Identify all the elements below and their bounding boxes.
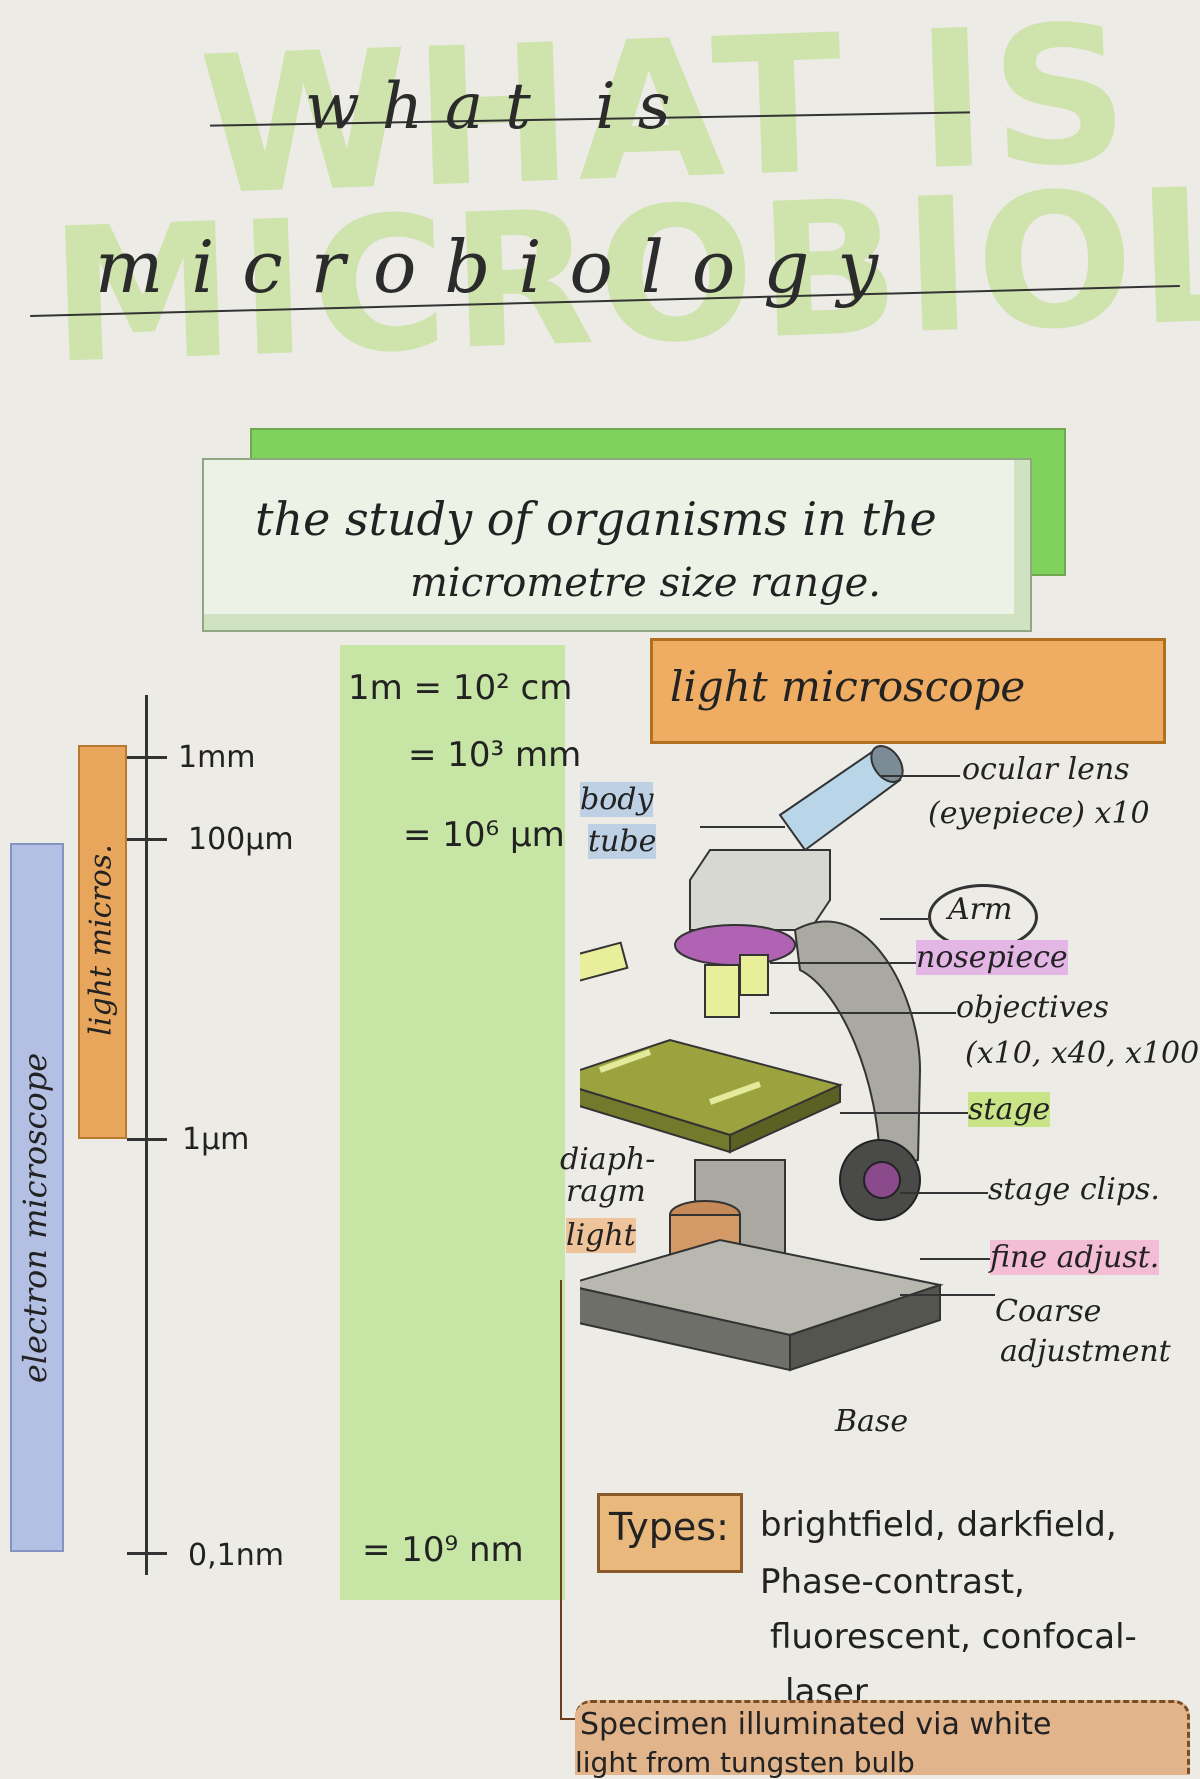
- microscope-title-box: [650, 638, 1166, 744]
- leader-line: [770, 962, 916, 964]
- scale-tick: [127, 838, 167, 841]
- scale-tick-label: 100µm: [188, 822, 294, 857]
- microscope-illustration: [580, 744, 944, 1372]
- label-light: light: [566, 1218, 636, 1253]
- scale-tick: [127, 1138, 167, 1141]
- specimen-pointer-line: [560, 1280, 562, 1720]
- specimen-box: [575, 1700, 1190, 1775]
- microscope-arm: [793, 920, 922, 1172]
- label-coarse-2: adjustment: [1000, 1334, 1171, 1369]
- conversion-highlight-strip: [340, 645, 565, 1600]
- conversion-mm: = 10³ mm: [408, 735, 582, 775]
- scale-tick-label: 1µm: [182, 1122, 250, 1157]
- label-stage: stage: [968, 1092, 1051, 1127]
- label-arm: Arm: [948, 892, 1013, 927]
- definition-line-2: micrometre size range.: [410, 560, 882, 606]
- fine-knob: [863, 1161, 901, 1199]
- label-ocular-lens: ocular lens: [962, 752, 1130, 787]
- label-objectives-magnification: (x10, x40, x100: [965, 1036, 1200, 1071]
- specimen-line-2: light from tungsten bulb: [575, 1746, 915, 1779]
- label-eyepiece: (eyepiece) x10: [928, 796, 1150, 831]
- leader-line: [770, 1012, 956, 1014]
- conversion-nm: = 10⁹ nm: [362, 1530, 524, 1570]
- label-base: Base: [835, 1404, 909, 1439]
- specimen-line-1: Specimen illuminated via white: [580, 1707, 1052, 1742]
- title-script-line-1: what is: [305, 70, 693, 144]
- label-diaphragm-1: diaph-: [560, 1142, 656, 1177]
- label-body-tube-2: tube: [588, 824, 657, 859]
- definition-box: [202, 458, 1032, 632]
- objectives-shapes: [580, 941, 769, 1018]
- label-objectives: objectives: [956, 990, 1109, 1025]
- electron-microscope-range-label: electron microscope: [16, 1052, 54, 1384]
- scale-tick: [127, 1552, 167, 1555]
- types-box: [597, 1493, 743, 1573]
- label-stage-clips: stage clips.: [988, 1172, 1160, 1207]
- label-coarse-1: Coarse: [995, 1294, 1102, 1329]
- scale-axis: [145, 695, 148, 1575]
- label-nosepiece: nosepiece: [916, 940, 1068, 975]
- scale-tick: [127, 756, 167, 759]
- light-microscope-range-bar: [78, 745, 127, 1139]
- leader-line: [900, 1294, 995, 1296]
- scale-tick-label: 0,1nm: [188, 1538, 284, 1573]
- leader-line: [880, 918, 928, 920]
- electron-microscope-range-bar: [10, 843, 64, 1552]
- leader-line: [840, 1112, 968, 1114]
- leader-line: [920, 1258, 990, 1260]
- leader-line: [880, 775, 960, 777]
- title-script-line-2: microbiology: [95, 225, 906, 309]
- definition-line-1: the study of organisms in the: [255, 492, 937, 546]
- types-label: Types:: [609, 1505, 729, 1549]
- conversion-cm: 1m = 10² cm: [348, 668, 573, 708]
- light-microscope-range-label: light micros.: [83, 844, 119, 1036]
- types-line-1: brightfield, darkfield,: [760, 1505, 1117, 1545]
- label-body-tube-1: body: [580, 782, 654, 817]
- nosepiece-shape: [674, 924, 796, 966]
- conversion-um: = 10⁶ µm: [403, 815, 565, 855]
- microscope-head: [689, 849, 831, 931]
- eyepiece-tube: [778, 744, 904, 852]
- types-line-2: Phase-contrast,: [760, 1562, 1025, 1602]
- specimen-pointer-arrow: [560, 1718, 580, 1720]
- leader-line: [900, 1192, 988, 1194]
- leader-line: [700, 826, 785, 828]
- types-line-3: fluorescent, confocal-: [770, 1617, 1137, 1657]
- microscope-title: light microscope: [670, 662, 1026, 711]
- label-fine-adjustment: fine adjust.: [990, 1240, 1160, 1275]
- label-diaphragm-2: ragm: [566, 1174, 646, 1209]
- scale-tick-label: 1mm: [178, 740, 256, 775]
